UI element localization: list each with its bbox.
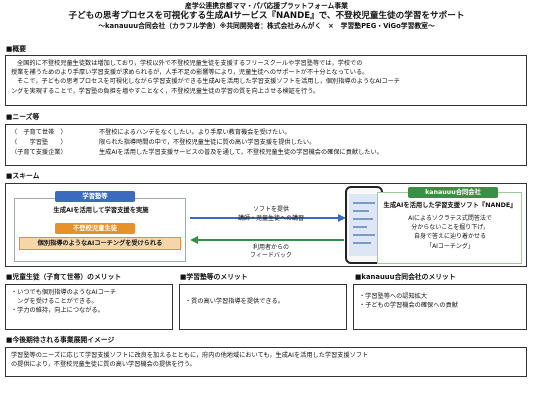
needs-text: 生成AIを活用した学習支援サービスの普及を通して，不登校児童生徒の学習機会の確保… xyxy=(99,149,383,156)
student-merit-box: ・いつでも個別指導のようなAIコーチ ングを受けることができる。 ・学力の維持，… xyxy=(5,284,173,330)
future-line: 学習塾等のニーズに応じて学習支援ソフトに改良を加えるとともに，府内の他地域におい… xyxy=(11,352,369,359)
needs-row: （ 子育て世帯 ） 不登校によるハンデをなくしたい。より手厚い教育機会を受けたい… xyxy=(11,128,521,138)
company-panel: kanauuu合同会社 生成AIを活用した学習支援ソフト『NANDE』 AIによ… xyxy=(377,187,522,264)
needs-row: （子育て支援企業） 生成AIを活用した学習支援サービスの普及を通して，不登校児童… xyxy=(11,148,521,158)
overview-line: そこで，子どもの思考プロセスを可視化しながら学習支援ができる生成AIを活用した学… xyxy=(17,78,400,86)
smartphone-icon xyxy=(345,186,383,264)
merit-line: ・質の高い学習指導を提供できる。 xyxy=(185,298,284,305)
overview-box: 全国的に不登校児童生徒数は増加しており，学校以外で不登校児童生徒を支援するフリー… xyxy=(5,55,527,106)
overview-line: 授業を補うためのより手厚い学習支援が求められるが，人手不足の影響等により，児童生… xyxy=(11,69,369,77)
overview-heading: ■概要 xyxy=(6,45,27,53)
future-heading: ■今後期待される事業展開イメージ xyxy=(6,336,115,344)
needs-who: （ 学習塾 ） xyxy=(11,139,67,146)
feedback-arrow-head xyxy=(190,236,198,244)
school-panel: 学習塾等 生成AIを活用して学習支援を実施 不登校児童生徒 個別指導のようなAI… xyxy=(14,191,186,262)
future-line: の提供により，不登校児童生徒に質の高い学習機会の提供を行う。 xyxy=(11,361,196,369)
header-subtitle: ～kanauuu合同会社（カラフル学舎）※共同開発者：株式会社みんがく × 学習… xyxy=(98,22,435,30)
needs-text: 不登校によるハンデをなくしたい。より手厚い教育機会を受けたい。 xyxy=(99,129,291,136)
software-desc-1: AIによるソクラテス式問答法で xyxy=(408,215,492,222)
provide-label-2: 講師・児童生徒への講習 xyxy=(237,215,304,222)
student-merit-heading: ■児童生徒（子育て世帯）のメリット xyxy=(6,273,122,281)
provide-arrow-head xyxy=(338,214,346,222)
merit-line: ・子どもの学習機会の確保への貢献 xyxy=(359,302,458,309)
company-tag: kanauuu合同会社 xyxy=(408,187,498,198)
student-band: 個別指導のようなAIコーチングを受けられる xyxy=(19,237,181,250)
feedback-label-2: フィードバック xyxy=(250,252,292,259)
student-tag: 不登校児童生徒 xyxy=(55,223,135,234)
overview-line: 全国的に不登校児童生徒数は増加しており，学校以外で不登校児童生徒を支援するフリー… xyxy=(17,60,363,67)
software-desc-2: 分からないことを掘り下げ， xyxy=(411,224,489,231)
needs-who: （ 子育て世帯 ） xyxy=(11,129,67,136)
school-merit-heading: ■学習塾等のメリット xyxy=(180,273,248,281)
overview-line: ングを実現することで，学習塾の負担を増やすことなく，不登校児童生徒の学習の質を向… xyxy=(11,87,320,95)
scheme-heading: ■スキーム xyxy=(6,172,40,180)
header-title: 子どもの思考プロセスを可視化する生成AIサービス『NANDE』で、不登校児童生徒… xyxy=(68,11,465,21)
needs-box: （ 子育て世帯 ） 不登校によるハンデをなくしたい。より手厚い教育機会を受けたい… xyxy=(5,124,527,166)
needs-text: 限られた指導時間の中で，不登校児童生徒に質の高い学習支援を提供したい。 xyxy=(99,139,316,146)
software-desc-3: 自身で答えに辿り着かせる xyxy=(413,233,486,240)
merit-line: ・学習塾等への認知拡大 xyxy=(359,293,428,300)
feedback-label-1: 利用者からの xyxy=(252,244,289,251)
provide-label-1: ソフトを提供 xyxy=(252,206,289,213)
software-desc-4: 「AIコーチング」 xyxy=(426,243,474,250)
scheme-box: 学習塾等 生成AIを活用して学習支援を実施 不登校児童生徒 個別指導のようなAI… xyxy=(5,183,527,267)
needs-row: （ 学習塾 ） 限られた指導時間の中で，不登校児童生徒に質の高い学習支援を提供し… xyxy=(11,138,521,148)
company-merit-heading: ■kanauuu合同会社のメリット xyxy=(355,273,456,281)
school-text: 生成AIを活用して学習支援を実施 xyxy=(53,207,149,214)
header-super: 産学公連携京都ママ・パパ応援プラットフォーム事業 xyxy=(185,2,348,10)
document-header: 産学公連携京都ママ・パパ応援プラットフォーム事業 子どもの思考プロセスを可視化す… xyxy=(0,2,533,31)
needs-who: （子育て支援企業） xyxy=(11,149,67,156)
scheme-arrows xyxy=(190,214,346,244)
merit-line: ・学力の維持，向上につながる。 xyxy=(11,307,104,314)
software-title: 生成AIを活用した学習支援ソフト『NANDE』 xyxy=(383,202,517,209)
merit-line: ・いつでも個別指導のようなAIコーチ xyxy=(11,289,117,296)
future-box: 学習塾等のニーズに応じて学習支援ソフトに改良を加えるとともに，府内の他地域におい… xyxy=(5,347,527,377)
company-merit-box: ・学習塾等への認知拡大 ・子どもの学習機会の確保への貢献 xyxy=(353,284,527,330)
merit-line: ングを受けることができる。 xyxy=(11,298,98,305)
school-tag: 学習塾等 xyxy=(55,191,135,202)
school-merit-box: ・質の高い学習指導を提供できる。 xyxy=(179,284,347,330)
needs-heading: ■ニーズ等 xyxy=(6,113,40,121)
